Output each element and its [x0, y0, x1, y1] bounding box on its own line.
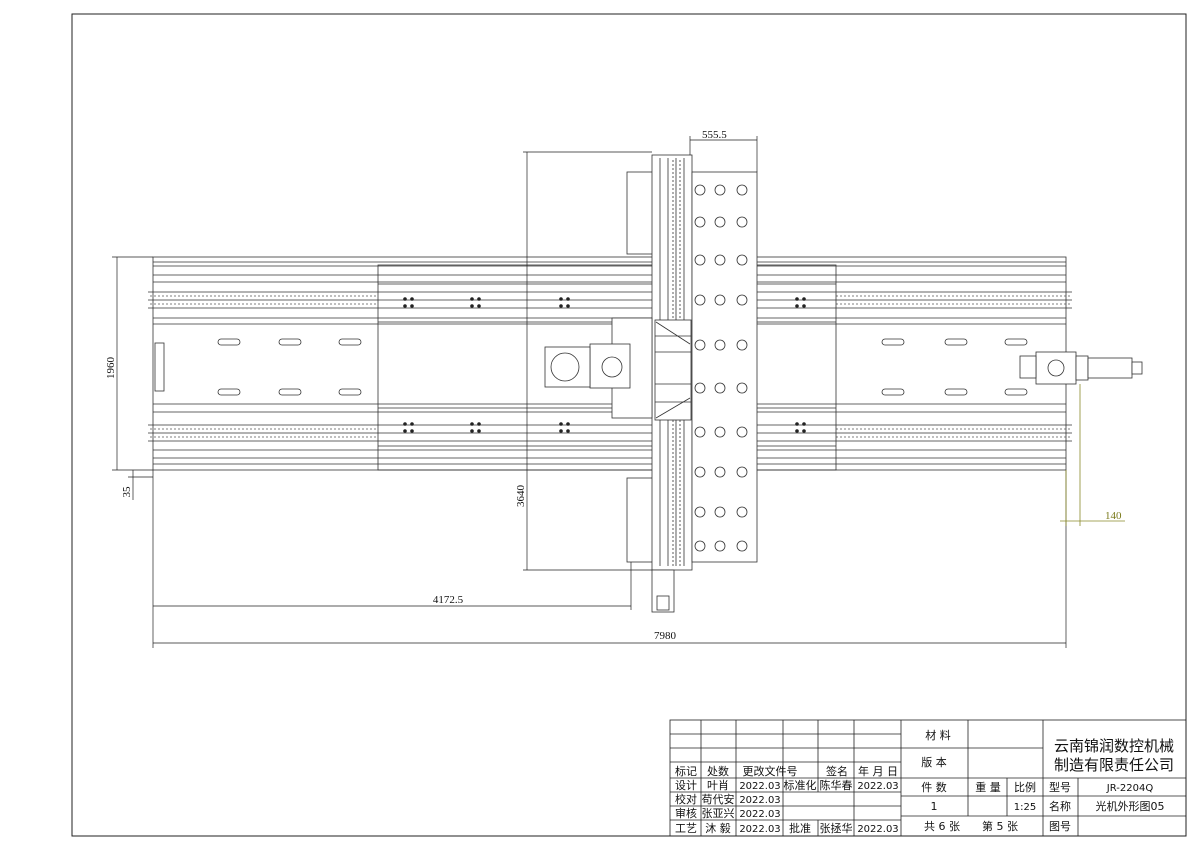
approve-name: 张拯华 — [820, 821, 853, 835]
review-role: 审核 — [675, 806, 697, 820]
scale-value: 1:25 — [1014, 802, 1036, 813]
header-date: 年 月 日 — [858, 764, 898, 778]
machine-drawing — [148, 154, 1143, 613]
dim-555: 555.5 — [702, 129, 727, 141]
dim-4172: 4172.5 — [433, 594, 464, 606]
bed-slots — [217, 338, 1028, 396]
sheets-total: 共 6 张 — [924, 820, 960, 833]
review-date: 2022.03 — [739, 809, 780, 820]
version-label: 版 本 — [921, 755, 947, 769]
standard-name: 陈华春 — [820, 778, 853, 792]
dim-7980: 7980 — [654, 630, 677, 642]
drawing-frame — [71, 13, 1187, 837]
plate-holes — [694, 184, 748, 552]
dim-35: 35 — [121, 486, 133, 498]
name-label: 名称 — [1049, 799, 1071, 813]
company-name-line1: 云南锦润数控机械 — [1054, 737, 1174, 755]
bed-rails — [148, 261, 1072, 465]
right-end-motor — [1019, 351, 1143, 385]
head-plate — [691, 171, 758, 563]
lower-motor — [651, 569, 675, 613]
process-name: 沐 毅 — [705, 821, 731, 835]
header-count: 处数 — [707, 765, 729, 778]
gantry-upper-column — [626, 171, 656, 255]
standard-role: 标准化 — [784, 778, 817, 792]
rail-hatching — [150, 295, 1070, 438]
table-bolts — [403, 297, 806, 433]
design-date: 2022.03 — [739, 781, 780, 792]
design-role: 设计 — [675, 779, 697, 792]
process-role: 工艺 — [675, 822, 697, 835]
dim-3640: 3640 — [515, 485, 527, 508]
name-value: 光机外形图05 — [1096, 799, 1165, 813]
dim-140: 140 — [1105, 510, 1122, 522]
dim-140-lines — [1060, 384, 1125, 526]
gantry-lower-column — [626, 477, 656, 563]
design-name: 叶肖 — [707, 778, 729, 792]
drawing-no-label: 图号 — [1049, 820, 1071, 833]
model-value: JR-2204Q — [1106, 783, 1154, 794]
left-end-plate — [154, 342, 165, 392]
dimension-lines — [112, 136, 1067, 648]
material-label: 材 料 — [925, 728, 951, 742]
worktable — [377, 264, 837, 471]
title-block — [669, 719, 1187, 837]
company-name-line2: 制造有限责任公司 — [1054, 756, 1174, 774]
model-label: 型号 — [1049, 780, 1071, 794]
dim-1960: 1960 — [105, 357, 117, 380]
header-sign: 签名 — [826, 764, 848, 778]
spindle-head — [544, 317, 692, 421]
check-role: 校对 — [675, 792, 697, 806]
check-date: 2022.03 — [739, 795, 780, 806]
qty-label: 件 数 — [921, 781, 947, 794]
header-mark: 标记 — [675, 764, 697, 778]
approve-role: 批准 — [789, 821, 811, 835]
review-name: 张亚兴 — [702, 807, 735, 820]
approve-date: 2022.03 — [857, 824, 898, 835]
sheet-number: 第 5 张 — [982, 819, 1018, 833]
process-date: 2022.03 — [739, 824, 780, 835]
standard-date: 2022.03 — [857, 781, 898, 792]
check-name: 苟代安 — [702, 792, 735, 806]
scale-label: 比例 — [1014, 780, 1036, 794]
header-change-doc: 更改文件号 — [743, 764, 798, 778]
qty-value: 1 — [931, 800, 938, 813]
weight-label: 重 量 — [975, 780, 1001, 794]
